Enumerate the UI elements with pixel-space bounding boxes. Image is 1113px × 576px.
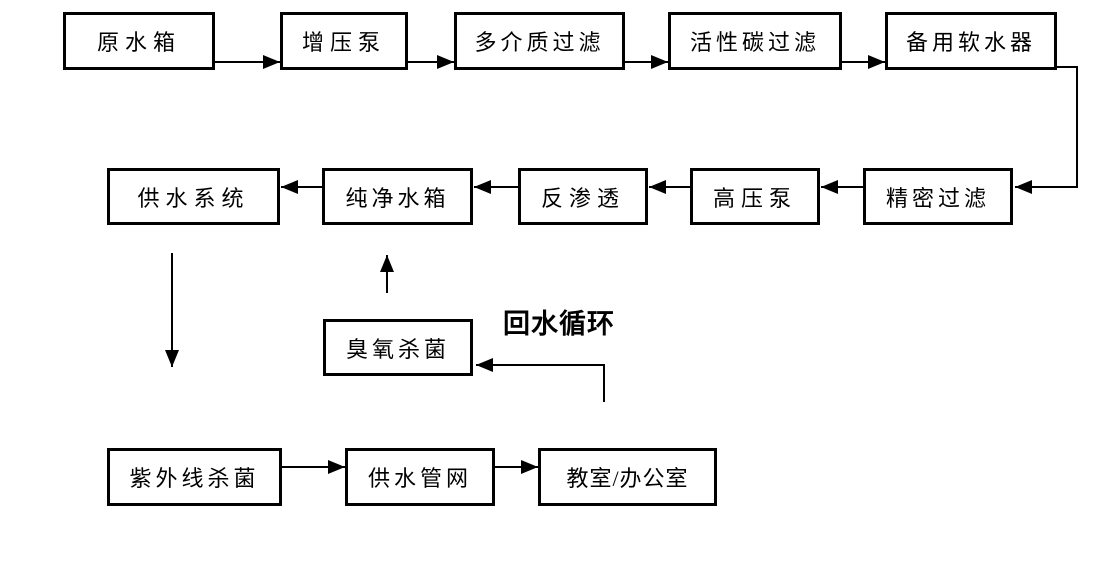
node-label: 原水箱: [96, 30, 181, 55]
node-precision-filter: 精密过滤: [863, 168, 1013, 225]
node-backup-water-softener: 备用软水器: [885, 12, 1057, 70]
node-label: 备用软水器: [905, 30, 1036, 55]
node-multi-media-filter: 多介质过滤: [454, 12, 625, 70]
node-label: 增压泵: [301, 30, 386, 55]
node-water-supply-system: 供水系统: [107, 168, 280, 225]
node-label: 供水系统: [137, 185, 250, 211]
node-label: 纯净水箱: [345, 185, 450, 211]
node-uv-sterilization: 紫外线杀菌: [107, 448, 282, 506]
node-activated-carbon-filter: 活性碳过滤: [668, 12, 842, 70]
node-pure-water-tank: 纯净水箱: [322, 168, 473, 225]
node-label: 紫外线杀菌: [129, 466, 260, 491]
node-label: 多介质过滤: [474, 30, 605, 55]
node-label: 活性碳过滤: [689, 30, 820, 55]
node-high-pressure-pump: 高压泵: [690, 168, 820, 225]
node-classroom-office: 教室/办公室: [538, 448, 717, 506]
return-water-cycle-label: 回水循环: [503, 309, 615, 339]
node-water-supply-network: 供水管网: [345, 448, 495, 506]
node-label: 精密过滤: [885, 185, 990, 211]
node-reverse-osmosis: 反渗透: [518, 168, 648, 225]
node-ozone-sterilization: 臭氧杀菌: [323, 319, 473, 376]
node-label: 臭氧杀菌: [345, 336, 450, 362]
node-raw-water-tank: 原水箱: [63, 12, 215, 70]
node-label: 供水管网: [367, 466, 472, 491]
arrow-return-water-cycle: [476, 358, 605, 402]
node-label: 教室/办公室: [566, 466, 689, 491]
node-label: 高压泵: [712, 185, 797, 211]
node-label: 反渗透: [540, 185, 625, 211]
arrow-backup-water-softener-to-precision-filter: [1015, 66, 1078, 194]
node-booster-pump: 增压泵: [280, 12, 408, 70]
